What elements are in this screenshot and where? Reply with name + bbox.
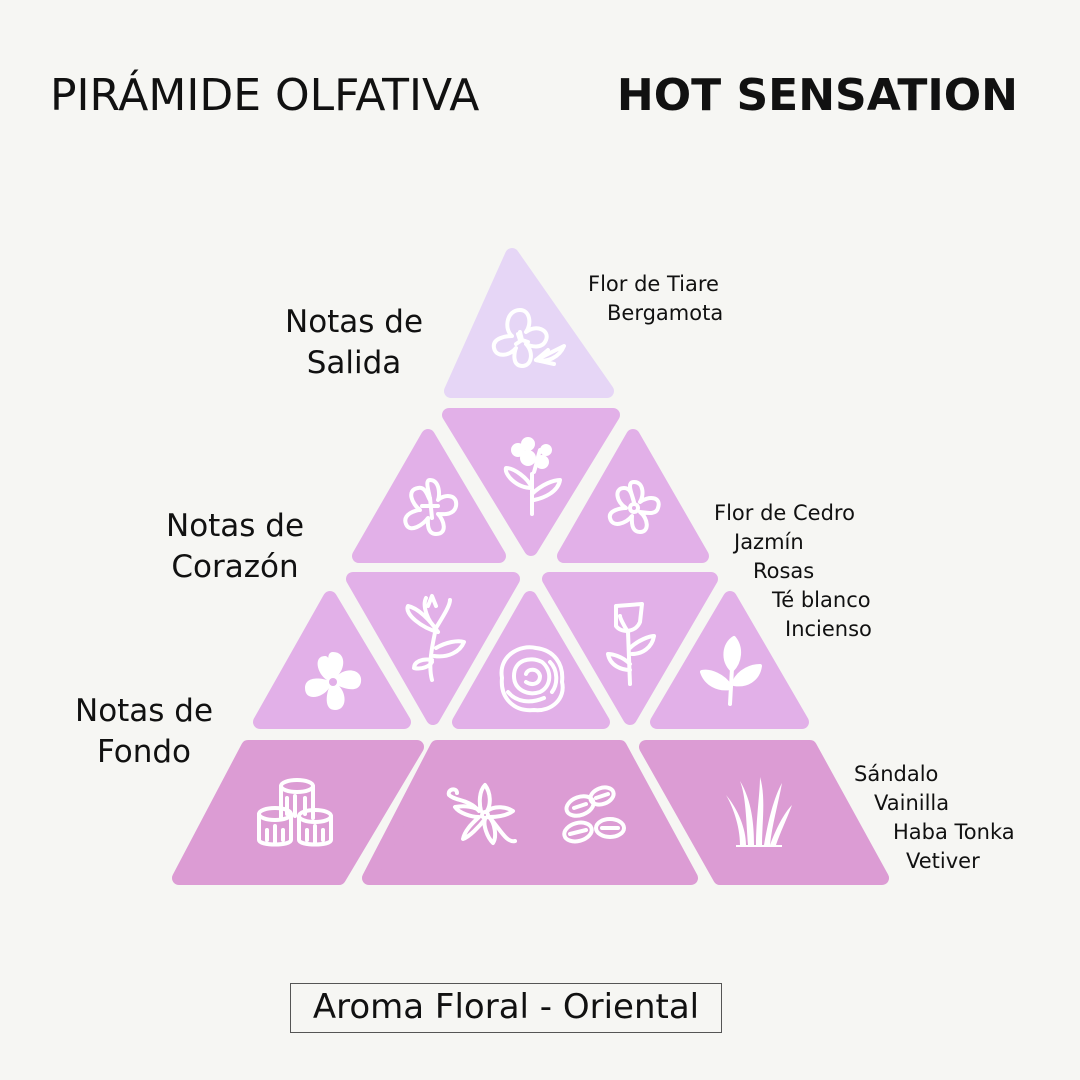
tier-label-top-line1: Notas de — [285, 304, 424, 340]
vanilla-flower-icon — [446, 783, 517, 845]
note-item: Sándalo — [854, 762, 939, 786]
tier-label-base-line2: Fondo — [97, 734, 192, 770]
base-tile-center — [362, 740, 698, 885]
product-name-title: HOT SENSATION — [616, 70, 1018, 121]
page-title-left: PIRÁMIDE OLFATIVA — [50, 70, 480, 121]
heart-notes-list: Flor de Cedro Jazmín Rosas Té blanco Inc… — [714, 499, 872, 644]
aroma-family-label: Aroma Floral - Oriental — [290, 983, 722, 1033]
tier-label-base: Notas de Fondo — [75, 691, 213, 773]
note-item: Jazmín — [734, 530, 804, 554]
tier-label-heart-line1: Notas de — [166, 508, 305, 544]
base-tile-left — [172, 740, 424, 885]
note-item: Rosas — [753, 559, 815, 583]
top-notes-list: Flor de Tiare Bergamota — [588, 270, 723, 328]
note-item: Haba Tonka — [893, 820, 1015, 844]
tier-label-top-line2: Salida — [306, 345, 402, 381]
note-item: Vetiver — [906, 849, 980, 873]
note-item: Incienso — [785, 617, 872, 641]
tea-leaves-icon — [700, 636, 762, 706]
tiare-flower-with-citrus-icon — [491, 308, 566, 368]
note-item: Flor de Tiare — [588, 272, 719, 296]
rose-icon — [499, 645, 565, 713]
base-tile-right — [639, 740, 889, 885]
vetiver-grass-icon — [726, 777, 792, 847]
tier-label-base-line1: Notas de — [75, 693, 214, 729]
tonka-beans-icon — [562, 785, 626, 844]
base-notes-list: Sándalo Vainilla Haba Tonka Vetiver — [854, 760, 1015, 876]
jasmine-flower-icon — [607, 480, 661, 534]
berry-sprig-icon — [503, 437, 562, 516]
tier-label-heart: Notas de Corazón — [166, 506, 304, 588]
note-item: Bergamota — [607, 301, 724, 325]
star-flower-icon — [403, 478, 459, 536]
note-item: Flor de Cedro — [714, 501, 855, 525]
leafy-branch-icon — [405, 594, 466, 682]
plumeria-flower-icon — [305, 652, 362, 710]
note-item: Vainilla — [874, 791, 950, 815]
note-item: Té blanco — [772, 588, 871, 612]
rose-bud-icon — [606, 602, 656, 686]
sandalwood-logs-icon — [257, 778, 333, 847]
tier-label-heart-line2: Corazón — [171, 549, 299, 585]
tier-label-top: Notas de Salida — [285, 302, 423, 384]
